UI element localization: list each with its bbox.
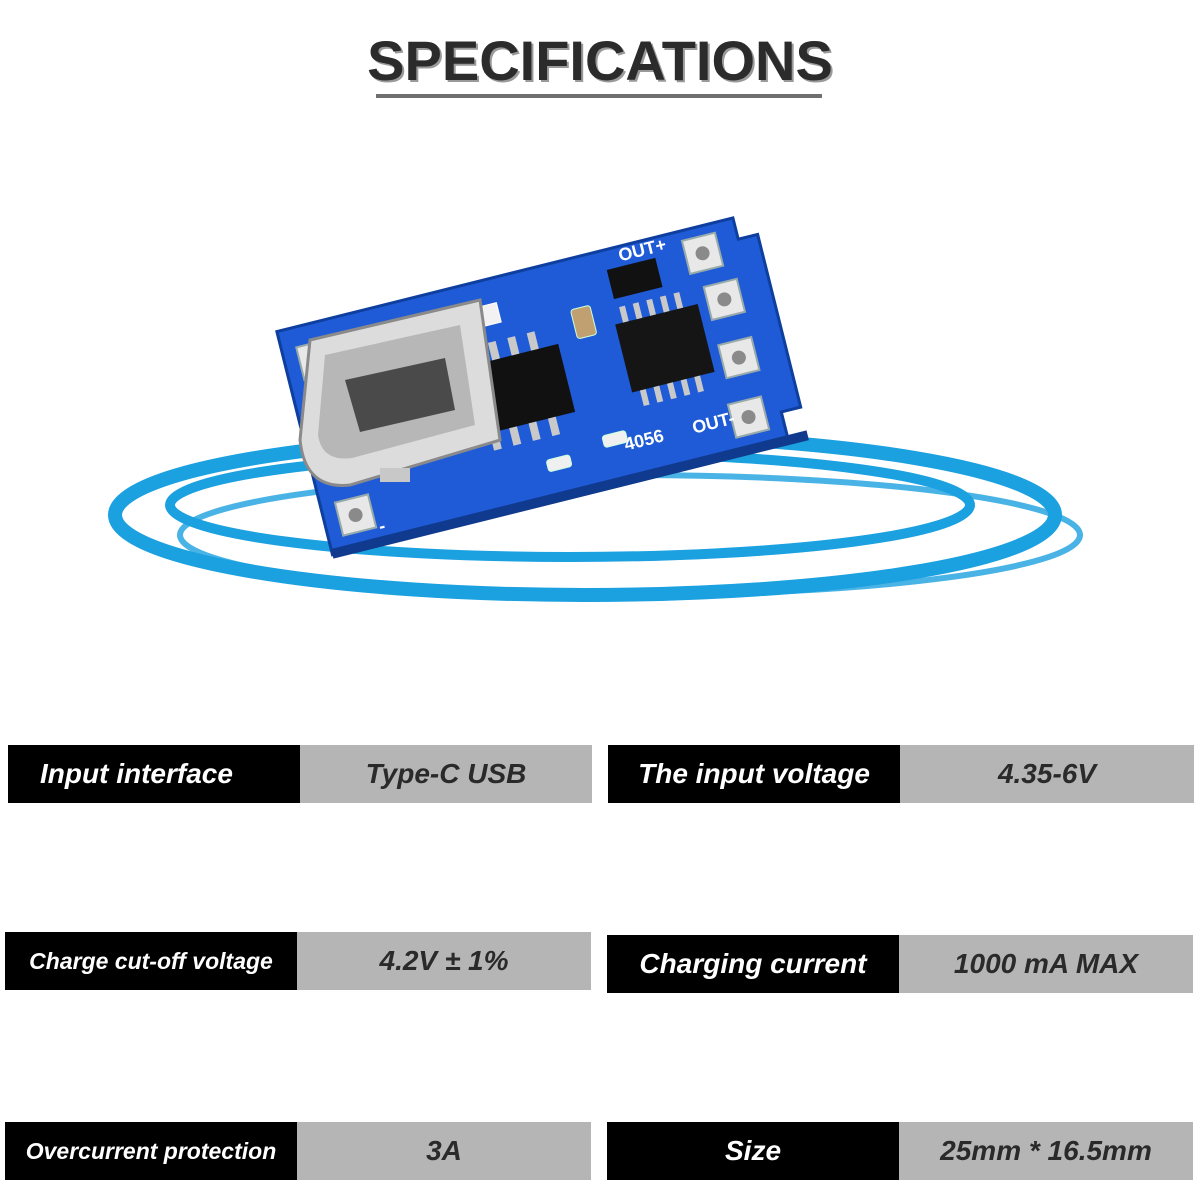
product-image: OUT+ 4056 OUT- + - <box>90 140 1090 650</box>
charger-board-illustration: OUT+ 4056 OUT- + - <box>108 216 1083 602</box>
title-underline <box>376 94 822 98</box>
spec-label: Input interface <box>8 745 300 803</box>
spec-value: Type-C USB <box>300 745 592 803</box>
spec-value: 4.2V ± 1% <box>297 932 591 990</box>
spec-row-charging-current: Charging current 1000 mA MAX <box>607 935 1193 993</box>
spec-row-overcurrent: Overcurrent protection 3A <box>5 1122 591 1180</box>
spec-label: Charge cut-off voltage <box>5 932 297 990</box>
spec-row-input-voltage: The input voltage 4.35-6V <box>608 745 1194 803</box>
spec-label: Charging current <box>607 935 899 993</box>
spec-value: 1000 mA MAX <box>899 935 1193 993</box>
page-title: SPECIFICATIONS <box>367 29 833 92</box>
spec-value: 25mm * 16.5mm <box>899 1122 1193 1180</box>
spec-label: The input voltage <box>608 745 900 803</box>
spec-row-charge-cutoff: Charge cut-off voltage 4.2V ± 1% <box>5 932 591 990</box>
spec-row-input-interface: Input interface Type-C USB <box>8 745 592 803</box>
usb-c-connector <box>298 298 502 487</box>
spec-label: Overcurrent protection <box>5 1122 297 1180</box>
spec-value: 4.35-6V <box>900 745 1194 803</box>
spec-row-size: Size 25mm * 16.5mm <box>607 1122 1193 1180</box>
spec-label: Size <box>607 1122 899 1180</box>
spec-value: 3A <box>297 1122 591 1180</box>
svg-text:-: - <box>377 516 388 537</box>
